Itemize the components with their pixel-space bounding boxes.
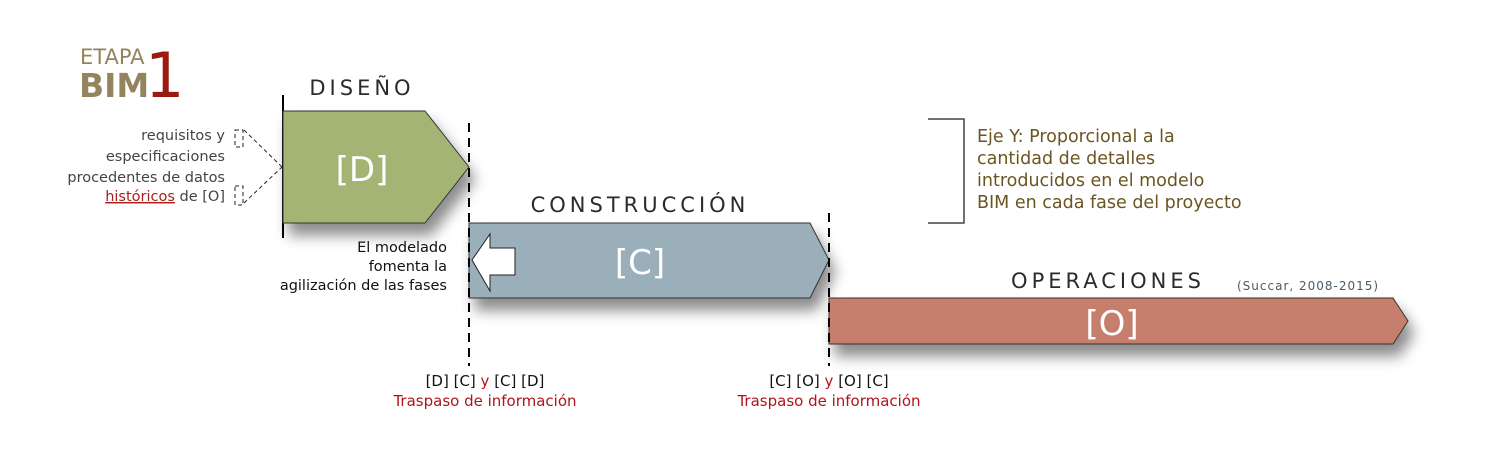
handoff-dc-label: Traspaso de información (392, 392, 576, 410)
agility-note-line1: El modelado (357, 240, 447, 256)
stage-number: 1 (145, 39, 184, 112)
design-title: DISEÑO (309, 74, 414, 100)
axis-note-line1: Eje Y: Proporcional a la (977, 127, 1175, 147)
bim-label: BIM (79, 66, 149, 105)
citation: (Succar, 2008-2015) (1237, 279, 1379, 293)
design-phase-arrow (282, 110, 470, 224)
left-note-line1: requisitos y (141, 128, 225, 144)
axis-bracket (928, 118, 965, 224)
left-note-line4: históricos de [O] (105, 189, 225, 205)
operations-title: OPERACIONES (1011, 269, 1205, 293)
construction-phase-arrow (468, 222, 830, 299)
axis-note-line2: cantidad de detalles (977, 149, 1155, 169)
handoff-dc-codes: [D] [C] y [C] [D] (426, 372, 545, 390)
agility-note-line2: fomenta la (369, 259, 447, 275)
left-note-line3: procedentes de datos (67, 170, 225, 186)
operations-code: [O] (1085, 304, 1138, 344)
construction-title: CONSTRUCCIÓN (531, 192, 750, 217)
construction-code: [C] (615, 243, 665, 283)
design-code: [D] (336, 150, 389, 190)
axis-note-line3: introducidos en el modelo (977, 171, 1204, 191)
handoff-co-codes: [C] [O] y [O] [C] (769, 372, 888, 390)
axis-note-line4: BIM en cada fase del proyecto (977, 193, 1242, 213)
handoff-co-label: Traspaso de información (736, 392, 920, 410)
left-note-line4-rest: de [O] (175, 189, 225, 205)
left-note-connector (234, 129, 283, 206)
agility-note-line3: agilización de las fases (280, 278, 447, 294)
back-arrow-icon (471, 232, 516, 293)
etapa-label: ETAPA (80, 45, 145, 69)
left-note-line2: especificaciones (106, 149, 225, 165)
historicos-link[interactable]: históricos (105, 189, 175, 205)
